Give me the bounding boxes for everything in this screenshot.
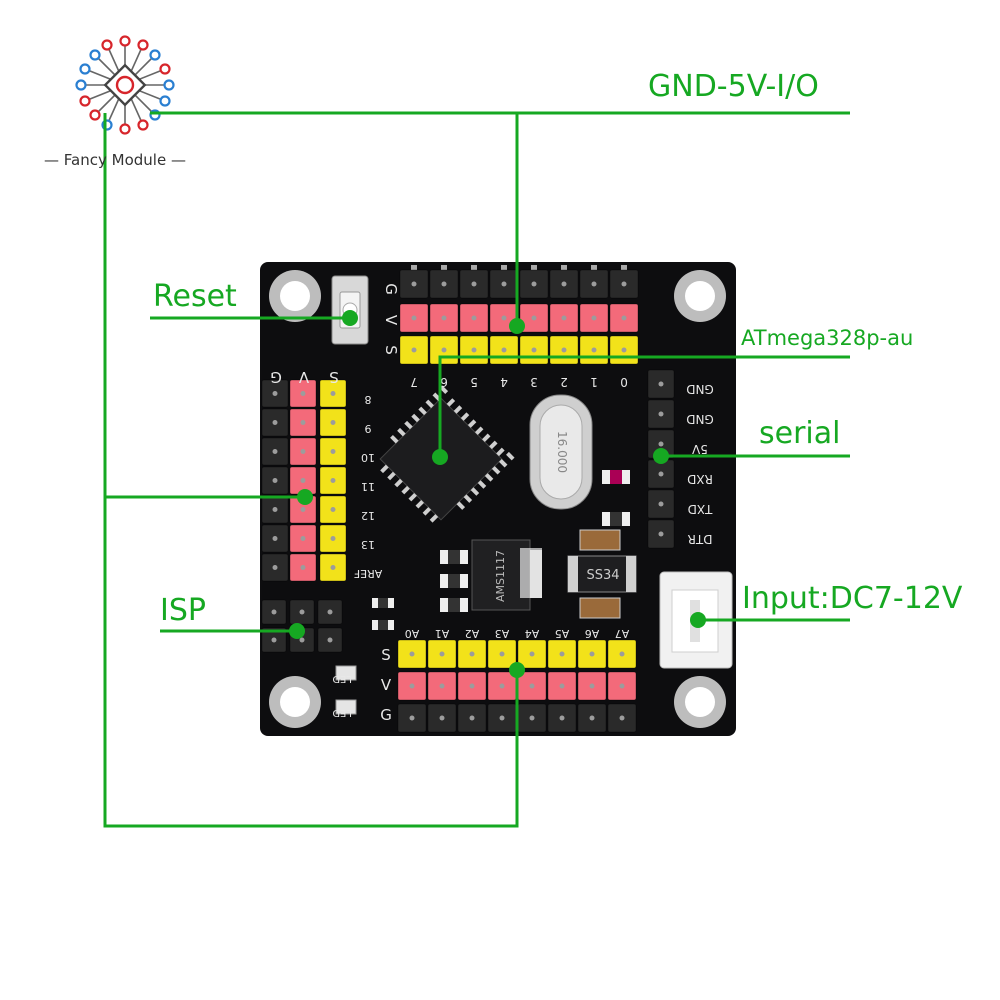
silk-left-digit-11: 11 [361,480,375,493]
logo-node-13 [159,63,171,75]
silk-left-digit-13: 13 [361,538,375,551]
silk-serial-5v-2: 5V [691,442,708,456]
silk-digit-1: 1 [590,375,598,389]
silk-serial-gnd-0: GND [686,382,714,396]
crystal-oscillator: 16.000 [529,394,593,510]
logo-node-5 [149,49,161,61]
silk-left-digit-10: 10 [361,451,375,464]
silk-digit-5: 5 [470,375,478,389]
logo-node-4 [89,49,101,61]
logo-node-8 [101,39,113,51]
callout-dots [289,310,706,678]
ss34-diode: SS34 [567,555,637,593]
logo-node-15 [159,95,171,107]
left-header-pins [261,379,347,582]
logo-node-12 [79,63,91,75]
silk-bottom-v: V [381,676,392,694]
logo-node-0 [119,35,131,47]
silk-serial-rxd-3: RXD [687,472,713,486]
silk-left-s: S [329,368,339,386]
silk-serial-txd-4: TXD [688,502,714,516]
silk-analog-A2: A2 [465,627,480,640]
silk-top-g: G [382,283,400,295]
silk-digit-7: 7 [410,375,418,389]
silk-left-g: G [270,368,282,386]
logo-node-11 [137,119,149,131]
callout-atmega: ATmega328p-au [741,326,914,350]
callout-reset: Reset [153,279,237,314]
mounting-holes [269,270,726,728]
silk-top-s: S [382,345,400,355]
silk-bottom-s: S [381,646,391,664]
callout-lines [103,111,850,828]
logo-node-2 [75,79,87,91]
regulator-label: AMS1117 [494,550,507,602]
silk-analog-A7: A7 [615,627,630,640]
silk-analog-A6: A6 [585,627,600,640]
silk-digit-4: 4 [500,375,508,389]
crystal-label: 16.000 [555,431,569,473]
callout-gnd-5v-io: GND-5V-I/O [648,69,819,104]
silk-serial-dtr-5: DTR [688,532,713,546]
logo-node-9 [137,39,149,51]
silk-digit-6: 6 [440,375,448,389]
silk-bottom-g: G [380,706,392,724]
callout-serial: serial [759,416,841,451]
silk-top-v: V [382,315,400,326]
silk-digit-2: 2 [560,375,568,389]
logo-node-6 [89,109,101,121]
silk-led-1: LED [332,673,352,684]
silk-serial-gnd-1: GND [686,412,714,426]
diode-label: SS34 [586,568,619,583]
callout-input-dc: Input:DC7-12V [742,581,963,616]
top-header-pins [399,265,639,365]
silk-analog-A0: A0 [405,627,420,640]
bottom-header-pins [397,639,637,733]
silk-digit-0: 0 [620,375,628,389]
isp-header-pins [261,599,343,653]
serial-header-pins [647,369,675,549]
callout-isp: ISP [160,593,206,628]
logo-node-3 [163,79,175,91]
silk-left-digit-9: 9 [365,422,372,435]
brand-name: — Fancy Module — [44,151,186,169]
smd-components [335,470,630,715]
silk-analog-A3: A3 [495,627,510,640]
silk-analog-A5: A5 [555,627,570,640]
silk-left-digit-AREF: AREF [354,567,382,580]
logo-node-1 [119,123,131,135]
silk-left-v: V [298,368,309,386]
silk-analog-A4: A4 [525,627,540,640]
silk-led-2: LED [332,707,352,718]
fancy-module-logo [75,35,175,135]
silk-digit-3: 3 [530,375,538,389]
silk-analog-A1: A1 [435,627,450,640]
logo-node-14 [79,95,91,107]
silk-left-digit-12: 12 [361,509,375,522]
silk-left-digit-8: 8 [365,393,372,406]
